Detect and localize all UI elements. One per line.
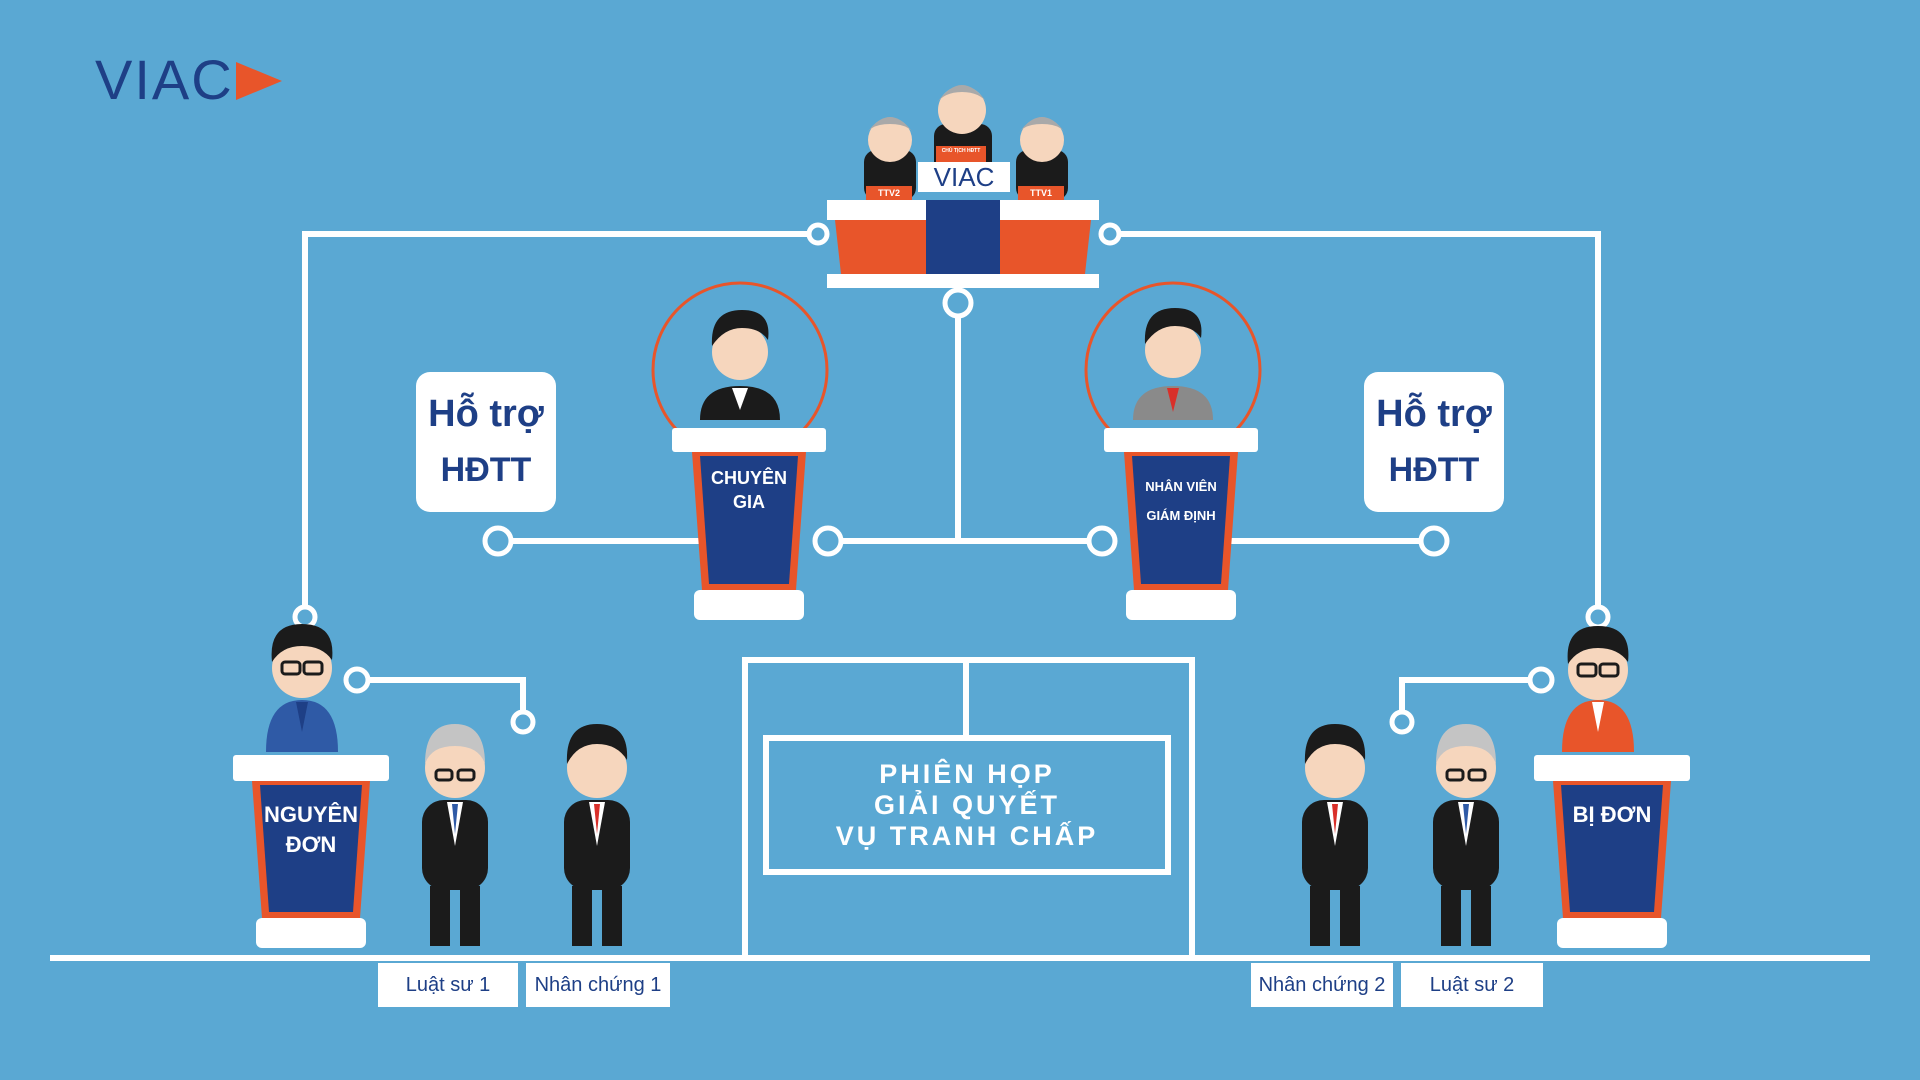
support-right-line1: Hỗ trợ — [1376, 393, 1492, 435]
respondent-glasses-icon — [1576, 662, 1598, 678]
witness1-tag: Nhân chứng 1 — [526, 963, 670, 1007]
chairman-badge-text: CHỦ TỊCH HĐTT — [941, 148, 981, 154]
ttv1-badge — [1018, 186, 1064, 200]
node — [1389, 709, 1415, 735]
node — [343, 666, 371, 694]
witness2-figure — [1302, 724, 1368, 946]
expert-label-line1: CHUYÊN — [710, 468, 787, 488]
line-lawyer2 — [1399, 677, 1541, 722]
claimant-label: NGUYÊN ĐƠN — [256, 800, 366, 859]
node — [482, 525, 514, 557]
session-box: PHIÊN HỌP GIẢI QUYẾT VỤ TRANH CHẤP — [763, 735, 1171, 875]
expert-label: CHUYÊN GIA — [700, 466, 798, 515]
claimant-hair — [271, 624, 333, 662]
respondent-group — [1534, 626, 1690, 948]
respondent-hair — [1567, 626, 1629, 664]
node — [812, 525, 844, 557]
examiner-hair — [1144, 308, 1202, 344]
expert-podium-front — [700, 456, 798, 584]
line-tribunal-to-respondent — [1110, 231, 1601, 617]
session-line3: VỤ TRANH CHẤP — [835, 820, 1099, 851]
respondent-label: BỊ ĐƠN — [1557, 800, 1667, 830]
examiner-podium-front — [1132, 456, 1230, 584]
line-tribunal-to-claimant — [302, 231, 818, 617]
support-left-line2: HĐTT — [440, 451, 532, 489]
support-left-line1: Hỗ trợ — [428, 393, 544, 435]
connector-lines — [50, 231, 1870, 961]
claimant-label-line1: NGUYÊN — [263, 802, 359, 827]
examiner-label-line1: NHÂN VIÊN — [1145, 479, 1217, 494]
examiner-podium-base — [1126, 590, 1236, 620]
claimant-label-line2: ĐƠN — [285, 831, 337, 857]
ttv1-badge-text: TTV1 — [1029, 188, 1052, 198]
node — [1418, 525, 1450, 557]
line-lawyer1 — [357, 677, 526, 722]
respondent-podium-base — [1557, 918, 1667, 948]
claimant-glasses-icon — [280, 660, 302, 676]
expert-head — [712, 324, 768, 380]
ttv2-badge-text: TTV2 — [877, 188, 900, 198]
examiner-label: NHÂN VIÊN GIÁM ĐỊNH — [1132, 473, 1230, 530]
respondent-label-line1: BỊ ĐƠN — [1572, 802, 1652, 827]
respondent-podium-front — [1561, 785, 1663, 912]
viac-nameplate — [918, 162, 1010, 192]
examiner-group — [1084, 281, 1262, 620]
expert-hair — [711, 310, 769, 346]
support-right-box: Hỗ trợ HĐTT — [1364, 372, 1504, 512]
viac-logo: VIAC — [95, 50, 234, 110]
session-line1: PHIÊN HỌP — [879, 758, 1055, 789]
node — [292, 604, 318, 630]
session-line2: GIẢI QUYẾT — [873, 789, 1060, 820]
expert-podium-base — [694, 590, 804, 620]
tribunal-desk-base — [827, 274, 1099, 288]
respondent-head — [1568, 640, 1628, 700]
logo-text: VIAC — [95, 48, 234, 111]
node — [1098, 222, 1122, 246]
node — [942, 287, 974, 319]
claimant-group — [233, 624, 389, 948]
node — [806, 222, 830, 246]
examiner-head — [1145, 322, 1201, 378]
play-triangle-icon — [236, 62, 282, 100]
claimant-podium-base — [256, 918, 366, 948]
tribunal-desk-center-panel — [926, 200, 1000, 274]
witness1-figure — [564, 724, 630, 946]
respondent-podium-top — [1534, 755, 1690, 781]
expert-podium-top — [672, 428, 826, 452]
witness2-tag: Nhân chứng 2 — [1251, 963, 1393, 1007]
chairman-badge — [936, 146, 986, 164]
tribunal-nameplate-text: VIAC — [933, 162, 995, 192]
node — [1585, 604, 1611, 630]
examiner-podium-top — [1104, 428, 1258, 452]
claimant-podium-front — [260, 785, 362, 912]
claimant-head — [272, 638, 332, 698]
tribunal-group — [827, 85, 1099, 288]
lawyer2-figure — [1433, 724, 1499, 946]
node — [1086, 525, 1118, 557]
support-left-box: Hỗ trợ HĐTT — [416, 372, 556, 512]
lawyer1-figure — [422, 724, 488, 946]
expert-group — [651, 281, 829, 620]
lawyer1-tag: Luật sư 1 — [378, 963, 518, 1007]
ttv2-badge — [866, 186, 912, 200]
node — [1527, 666, 1555, 694]
expert-label-line2: GIA — [732, 492, 765, 513]
node — [510, 709, 536, 735]
claimant-podium-top — [233, 755, 389, 781]
support-right-line2: HĐTT — [1388, 451, 1480, 489]
examiner-label-line2: GIÁM ĐỊNH — [1146, 507, 1216, 523]
lawyer2-tag: Luật sư 2 — [1401, 963, 1543, 1007]
